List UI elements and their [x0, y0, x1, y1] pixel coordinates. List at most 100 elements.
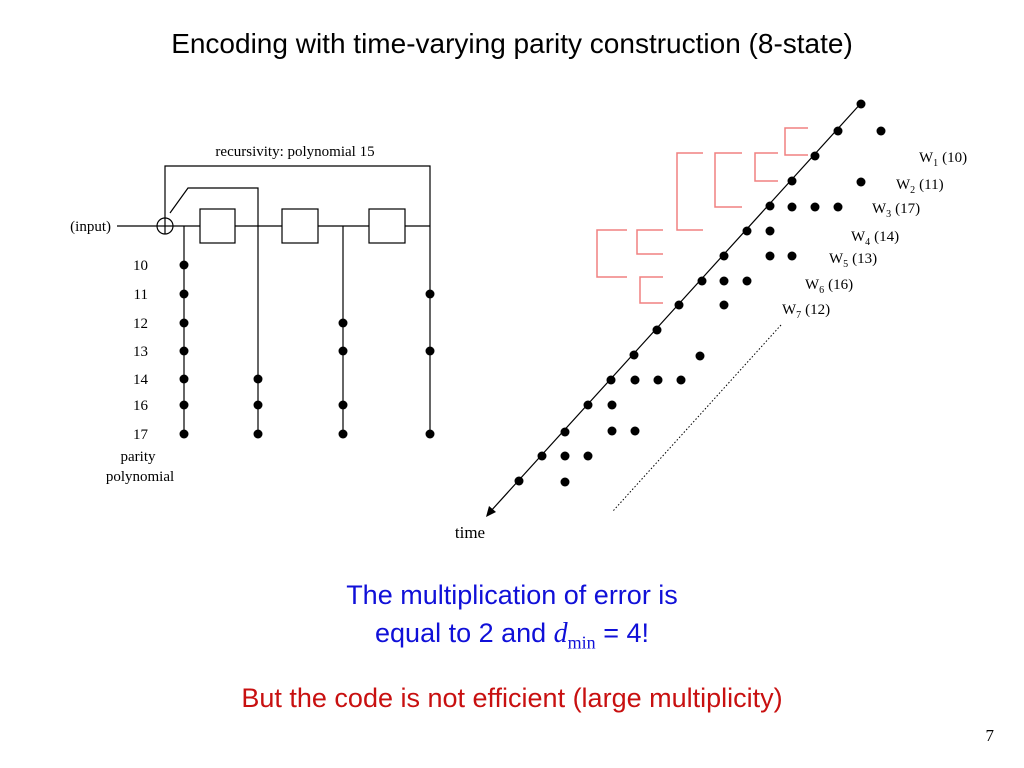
weight-label-w3: W3(17): [872, 201, 920, 220]
trellis-dot: [765, 226, 775, 236]
trellis-dot: [787, 176, 797, 186]
trellis-dot: [833, 202, 843, 212]
trellis-dot: [630, 375, 640, 385]
tap-dot: [253, 429, 263, 439]
trellis-dot: [537, 451, 547, 461]
trellis-dot: [719, 251, 729, 261]
trellis-dot: [876, 126, 886, 136]
recursion-loop-inner: [169, 187, 259, 226]
trellis-dot: [630, 426, 640, 436]
recursion-loop-outer: [164, 165, 431, 226]
tap-dot: [253, 400, 263, 410]
trellis-dot: [607, 426, 617, 436]
parity-row-label: 17: [133, 427, 149, 443]
parity-row-label: 16: [133, 398, 149, 414]
trellis-dot: [833, 126, 843, 136]
trellis-dot: [787, 251, 797, 261]
trellis-dot: [583, 451, 593, 461]
trellis-dot: [583, 400, 593, 410]
tap-dot: [338, 400, 348, 410]
tap-dot: [253, 374, 263, 384]
trellis-diagram: W1(10) W2(11) W3(17) W4(14) W5(13) W6(16…: [455, 99, 967, 542]
trellis-dot: [765, 201, 775, 211]
message-line-2-suffix: = 4!: [595, 618, 649, 648]
trellis-dot: [695, 351, 705, 361]
delay-cell-2: [281, 208, 319, 244]
trellis-dot: [629, 350, 639, 360]
dmin-symbol: dmin: [553, 618, 596, 653]
slide-title: Encoding with time-varying parity constr…: [171, 28, 853, 59]
trellis-dot: [765, 251, 775, 261]
parity-row-label: 10: [133, 258, 148, 274]
trellis-dot: [856, 99, 866, 109]
trellis-dot: [606, 375, 616, 385]
offset-dots: [560, 126, 886, 487]
weight-label-w2: W2(11): [896, 177, 944, 196]
time-axis-arrowhead: [486, 506, 496, 517]
polynomial-label: polynomial: [106, 469, 174, 485]
encoder-diagram: [117, 165, 431, 436]
weight-label-w7: W7(12): [782, 302, 830, 321]
trellis-dot: [514, 476, 524, 486]
trellis-dot: [719, 276, 729, 286]
recursivity-label: recursivity: polynomial 15: [215, 144, 374, 160]
bracket: [784, 127, 808, 156]
weight-label-w1: W1(10): [919, 150, 967, 169]
delay-cell-1: [199, 208, 236, 244]
parity-row-label: 13: [133, 344, 148, 360]
weight-label-w5: W5(13): [829, 251, 877, 270]
tap-dot: [425, 346, 435, 356]
trellis-dot: [719, 300, 729, 310]
bracket-group: [596, 127, 808, 304]
delay-cell-3: [368, 208, 406, 244]
input-label: (input): [70, 219, 111, 235]
tap-dot: [179, 429, 189, 439]
trellis-dot: [560, 451, 570, 461]
trellis-dot: [787, 202, 797, 212]
message-line-1: The multiplication of error is: [346, 580, 678, 610]
tap-dot: [179, 289, 189, 299]
trellis-dot: [856, 177, 866, 187]
trellis-dot: [674, 300, 684, 310]
trellis-dot: [653, 375, 663, 385]
tap-dot: [179, 400, 189, 410]
tap-dot: [338, 429, 348, 439]
trellis-dot: [697, 276, 707, 286]
tap-dot: [179, 374, 189, 384]
parity-label: parity: [121, 449, 156, 465]
bracket: [676, 152, 703, 231]
tap-dot: [338, 318, 348, 328]
trellis-dot: [742, 226, 752, 236]
parity-row-label: 12: [133, 316, 148, 332]
tap-dot: [338, 346, 348, 356]
message-line-2: equal to 2 and dmin = 4!: [0, 618, 1024, 654]
time-axis-label: time: [455, 523, 485, 542]
trellis-dot: [676, 375, 686, 385]
tap-dot: [179, 346, 189, 356]
trellis-dot: [742, 276, 752, 286]
trellis-dot: [560, 477, 570, 487]
tap-dot: [425, 429, 435, 439]
bracket: [714, 152, 742, 208]
weight-label-w4: W4(14): [851, 229, 899, 248]
bracket: [754, 152, 778, 182]
trellis-dot: [810, 202, 820, 212]
trellis-dot: [810, 151, 820, 161]
diagonal-dots: [514, 99, 866, 486]
parity-row-label: 14: [133, 372, 149, 388]
trellis-dot: [652, 325, 662, 335]
bracket: [596, 229, 627, 278]
bracket: [639, 276, 663, 304]
trellis-dot: [560, 427, 570, 437]
encoder-tap-dots: [179, 260, 435, 439]
message-line-2-prefix: equal to 2 and: [375, 618, 554, 648]
parity-row-label: 11: [134, 287, 148, 303]
tap-dot: [179, 318, 189, 328]
page-number: 7: [985, 726, 995, 745]
weight-label-w6: W6(16): [805, 277, 853, 296]
tap-dot: [179, 260, 189, 270]
bracket: [636, 229, 663, 255]
trellis-dot: [607, 400, 617, 410]
message-line-3: But the code is not efficient (large mul…: [241, 683, 783, 713]
